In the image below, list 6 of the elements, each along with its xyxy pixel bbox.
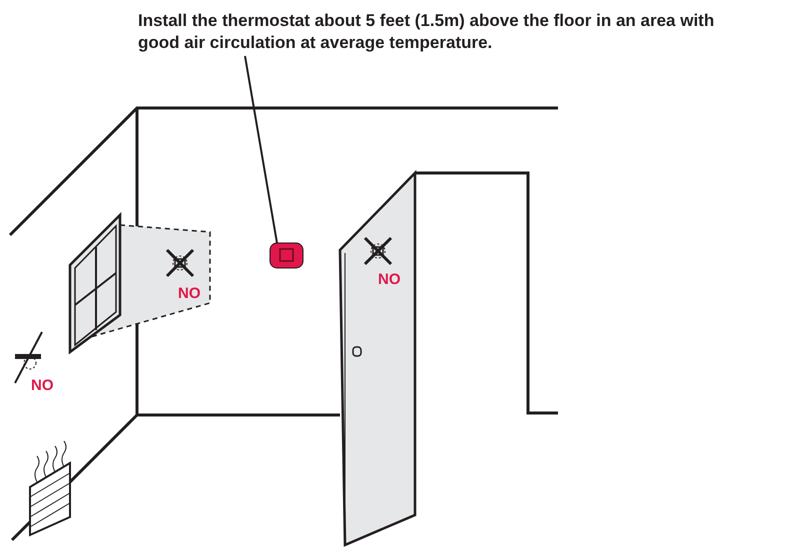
warning-label: NO (31, 378, 54, 394)
warning-label: NO (178, 286, 200, 302)
instruction-text: Install the thermostat about 5 feet (1.5m) above the floor in an area with good air circulation at average temperature. (138, 10, 744, 54)
leader-line (244, 56, 278, 244)
warning-label: NO (378, 272, 400, 288)
thermostat-icon (270, 242, 304, 268)
